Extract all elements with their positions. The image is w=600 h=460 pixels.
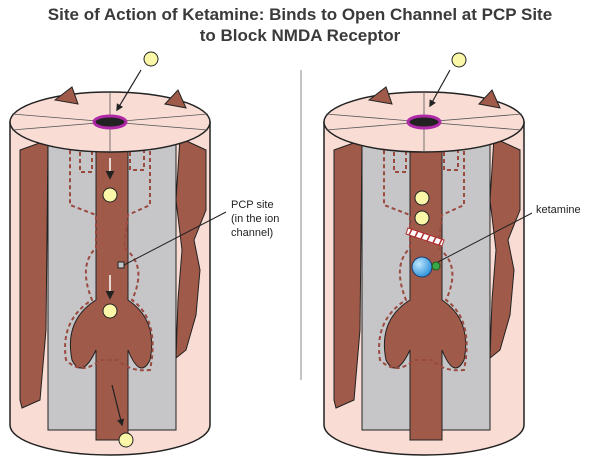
ion-in-channel-2 xyxy=(103,304,117,318)
channel-wall-right xyxy=(124,140,176,430)
ion-in-channel-2 xyxy=(415,211,429,225)
channel-wall-right xyxy=(438,140,490,430)
ion-outside-bottom xyxy=(119,433,133,447)
channel-wall-left xyxy=(362,140,414,430)
ion-in-channel-1 xyxy=(103,188,117,202)
pcp-site-label-2: (in the ion xyxy=(231,213,279,225)
pore-opening xyxy=(408,116,440,128)
pore-opening xyxy=(94,116,126,128)
ion-in-channel-1 xyxy=(415,191,429,205)
channel-wall-left xyxy=(48,140,100,430)
receptor-closed-no-drug xyxy=(10,52,210,455)
ketamine-molecule xyxy=(412,257,432,277)
pcp-site-label-3: channel) xyxy=(231,227,273,239)
ion-outside-top xyxy=(144,52,158,66)
ketamine-label: ketamine xyxy=(536,204,581,216)
pcp-site-bound xyxy=(432,262,440,270)
pcp-site-marker xyxy=(118,262,124,268)
pcp-site-label-1: PCP site xyxy=(231,199,274,211)
receptor-blocked-by-ketamine xyxy=(324,53,524,455)
ion-outside-top xyxy=(452,53,466,67)
